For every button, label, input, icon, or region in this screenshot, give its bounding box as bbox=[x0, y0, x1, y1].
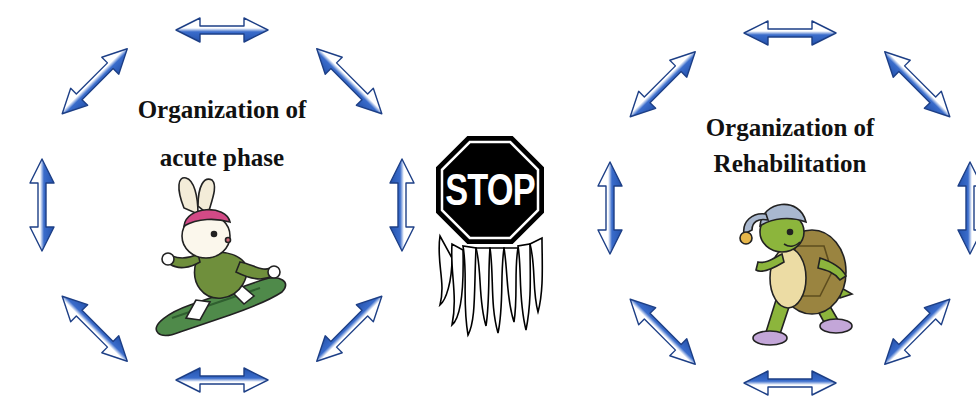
nightcap-pompom bbox=[740, 232, 752, 244]
double-arrow bbox=[390, 159, 414, 251]
turtle-shoe bbox=[820, 319, 852, 333]
double-arrow bbox=[30, 159, 54, 251]
arrow-ring: Organization of acute phase bbox=[30, 20, 414, 390]
double-arrow bbox=[876, 43, 958, 125]
double-arrow bbox=[308, 288, 390, 370]
drip bbox=[452, 244, 463, 325]
nightcap-tail bbox=[744, 214, 768, 234]
drip bbox=[504, 248, 518, 322]
turtle-eye bbox=[788, 230, 793, 235]
double-arrow bbox=[958, 162, 976, 254]
drip bbox=[439, 236, 452, 305]
rabbit-eye bbox=[212, 232, 217, 237]
rabbit-nose bbox=[226, 238, 231, 243]
double-arrow bbox=[876, 291, 958, 373]
arrow-ring: Organization of Rehabilitation bbox=[598, 23, 976, 393]
turtle-smile bbox=[784, 242, 800, 246]
double-arrow bbox=[54, 40, 136, 122]
double-arrow bbox=[598, 162, 622, 254]
double-arrow bbox=[308, 40, 390, 122]
melting-drips bbox=[439, 236, 542, 335]
double-arrow bbox=[176, 368, 268, 392]
turtle-walker bbox=[740, 204, 852, 345]
turtle-arm bbox=[818, 258, 846, 280]
turtle-shoe bbox=[753, 331, 787, 345]
rabbit-sweater bbox=[195, 252, 247, 298]
phase-title: Organization of Rehabilitation bbox=[690, 110, 890, 182]
stop-sign: STOP bbox=[437, 137, 543, 243]
turtle-arm bbox=[756, 254, 784, 271]
double-arrow bbox=[744, 21, 836, 45]
stop-label: STOP bbox=[449, 137, 532, 243]
rabbit-ear bbox=[198, 179, 215, 214]
drip bbox=[490, 248, 504, 333]
ring-outline bbox=[30, 20, 414, 390]
double-arrow bbox=[744, 371, 836, 395]
rabbit-hat bbox=[184, 210, 230, 226]
drip bbox=[530, 238, 542, 312]
rabbit-arm bbox=[236, 262, 272, 279]
drip bbox=[476, 248, 490, 326]
rabbit-ear bbox=[179, 178, 198, 214]
double-arrow bbox=[622, 291, 704, 373]
rabbit-paw bbox=[268, 266, 280, 278]
rabbit-paw bbox=[162, 253, 174, 265]
drip bbox=[518, 244, 530, 330]
octagon-fill bbox=[437, 137, 543, 243]
double-arrow bbox=[622, 43, 704, 125]
rabbit-leg bbox=[186, 300, 210, 320]
rabbit-snowboarder bbox=[156, 178, 285, 336]
double-arrow bbox=[54, 288, 136, 370]
double-arrow bbox=[176, 18, 268, 42]
drip bbox=[463, 246, 476, 335]
phase-title: Organization of acute phase bbox=[122, 86, 322, 182]
ring-outline bbox=[598, 23, 976, 393]
